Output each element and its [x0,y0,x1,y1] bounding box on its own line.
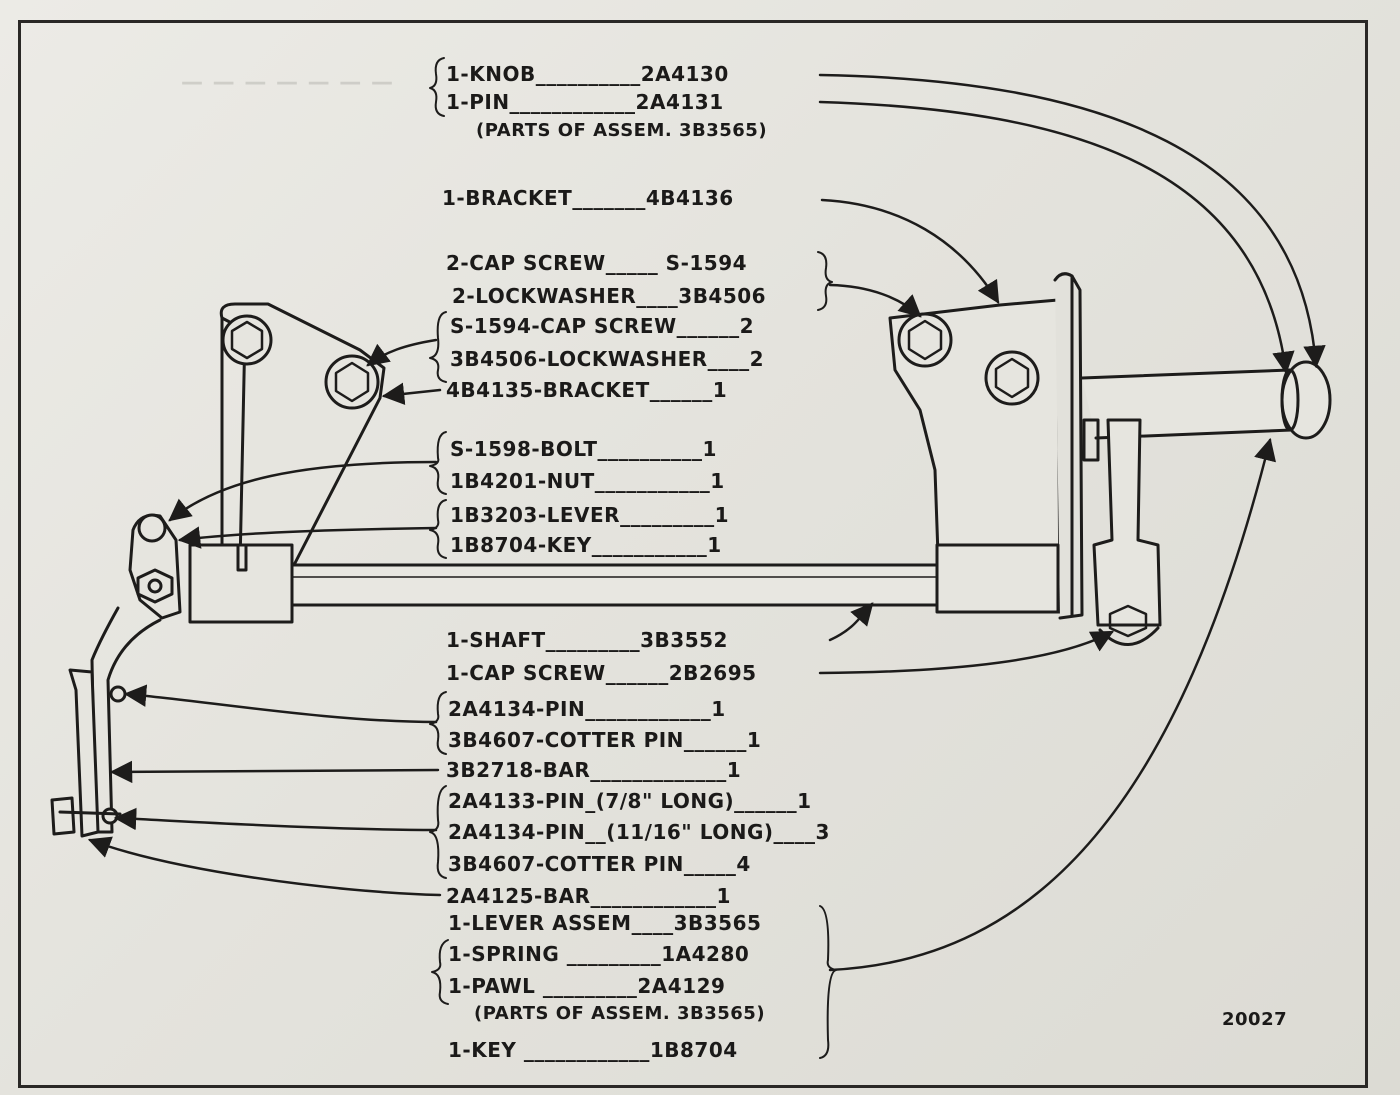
left-bracket-hole-lower [324,354,380,410]
leader-bracket-4b4135 [381,382,442,406]
leader-capscrew-right [828,283,922,318]
bar-lower-end [58,810,122,816]
label-lockwasher-3b4506: 2-LOCKWASHER____3B4506 [452,284,767,308]
hub-left-key [236,543,248,572]
leader-bar-2a4125 [87,836,442,897]
leader-pins-lower [113,807,438,832]
leader-bracket-4b4136 [820,198,1000,304]
label-pin-2a4134-long: 2A4134-PIN__(11/16" LONG)____3 [448,820,830,844]
figure-border [18,20,1368,1088]
leader-pin [818,100,1295,375]
label-bolt: S-1598-BOLT__________1 [450,437,717,461]
label-cotter-pin-1: 3B4607-COTTER PIN______1 [448,728,762,752]
label-shaft: 1-SHAFT_________3B3552 [446,628,728,652]
bar-2a4125 [68,668,100,838]
label-pawl: 1-PAWL _________2A4129 [448,974,726,998]
clamp-nut [136,568,174,604]
bar-3b2718 [90,606,162,834]
label-bracket-4b4136: 1-BRACKET_______4B4136 [442,186,734,210]
label-lockwasher-qty2: 3B4506-LOCKWASHER____2 [450,347,765,371]
leader-knob [818,73,1326,369]
label-s1594-cap-screw: S-1594-CAP SCREW______2 [450,314,755,338]
label-cotter-pin-4: 3B4607-COTTER PIN_____4 [448,852,751,876]
label-cap-screw-2b2695: 1-CAP SCREW______2B2695 [446,661,757,685]
left-bolt-head-lower [334,361,370,403]
label-pin-2a4133: 2A4133-PIN_(7/8" LONG)______1 [448,789,812,813]
leader-shaft [828,602,874,642]
label-knob: 1-KNOB__________2A4130 [446,62,729,86]
knob-pin [1082,418,1100,462]
bracket-bolt-head-upper [907,319,943,361]
lever-capscrew-head [1108,604,1148,638]
leader-lever-assem [828,437,1276,972]
brace-bolt-nut [429,431,447,495]
brace-spring-pawl [431,939,449,1005]
label-key-1b8704: 1B8704-KEY___________1 [450,533,722,557]
label-nut: 1B4201-NUT___________1 [450,469,725,493]
label-spring: 1-SPRING _________1A4280 [448,942,750,966]
brace-lever-key [429,499,447,559]
leader-pin-cotter [123,684,438,724]
brace-knob-pin [429,57,445,117]
right-bracket-flange [1053,272,1084,620]
label-parts-of-assem-1: (PARTS OF ASSEM. 3B3565) [476,120,768,141]
brace-pins-lower [429,785,447,879]
brace-capscrew-top [817,251,833,311]
bracket-hole-lower [984,350,1040,406]
leader-bar-3b2718 [109,760,440,784]
lever-arm [1092,418,1162,627]
label-pin: 1-PIN____________2A4131 [446,90,724,114]
bracket-hole-upper [897,312,953,368]
clamp-bolt-head [137,513,167,543]
leader-lever-key [177,526,438,549]
label-cap-screw-s1594: 2-CAP SCREW_____ S-1594 [446,251,748,275]
leader-capscrew-left [366,338,438,367]
label-lever-assem: 1-LEVER ASSEM____3B3565 [448,911,762,935]
label-lever: 1B3203-LEVER_________1 [450,503,729,527]
figure-number: 20027 [1222,1009,1288,1030]
label-bracket-4b4135: 4B4135-BRACKET______1 [446,378,728,402]
label-parts-of-assem-2: (PARTS OF ASSEM. 3B3565) [474,1003,766,1024]
brace-right-lower [819,905,837,1059]
leader-bolt-nut [168,460,438,522]
brace-capscrew-left [429,311,447,383]
label-pin-2a4134: 2A4134-PIN____________1 [448,697,726,721]
clamp-nut-hole [147,578,163,594]
label-bar-2a4125: 2A4125-BAR____________1 [446,884,731,908]
pin-stack-lower [50,796,76,836]
brace-pin-cotter [429,691,447,755]
hub-left [188,543,294,624]
label-bar-3b2718: 3B2718-BAR_____________1 [446,758,742,782]
bracket-bolt-head-lower [994,357,1030,399]
leader-capscrew-2b2695 [818,630,1114,675]
label-key-last: 1-KEY ____________1B8704 [448,1038,738,1062]
left-bolt-head-upper [230,320,264,360]
